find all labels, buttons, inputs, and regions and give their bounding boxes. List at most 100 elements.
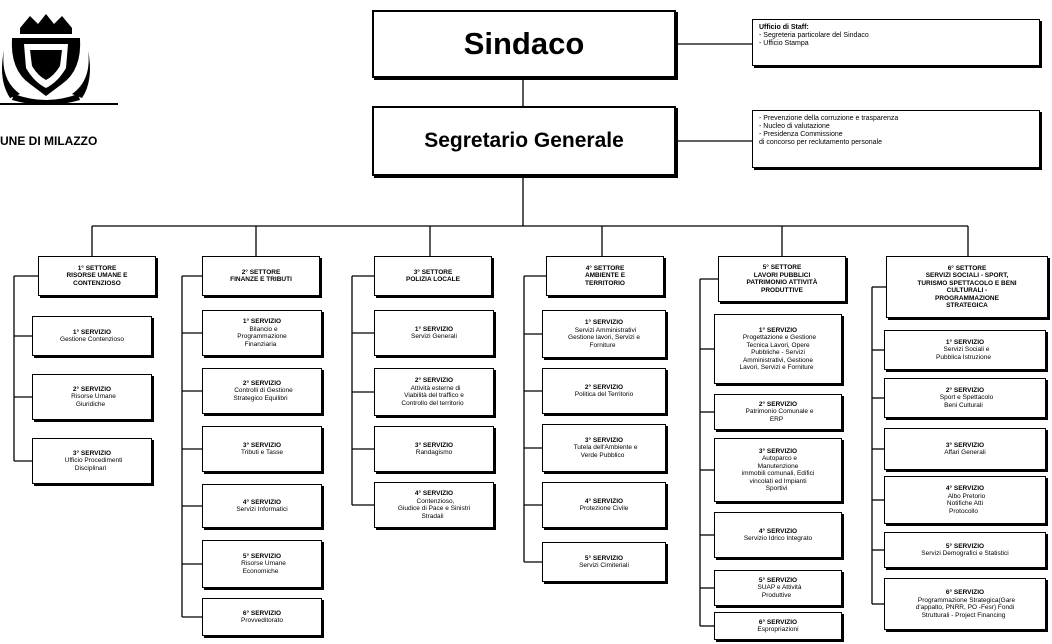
staff-item: - Segreteria particolare del Sindaco: [759, 32, 869, 39]
service-text: Progettazione e Gestione Tecnica Lavori,…: [739, 334, 817, 371]
service-title: 4° SERVIZIO: [242, 498, 282, 506]
staff-item: - Ufficio Stampa: [759, 40, 809, 47]
service-title: 6° SERVIZIO: [945, 589, 985, 596]
service-text: Risorse Umane Giuridiche: [71, 393, 116, 408]
service-text: Programmazione Strategica(Gare d'appalto…: [915, 596, 1016, 619]
service-title: 2° SERVIZIO: [945, 386, 985, 394]
sector-1-box: 1° SETTORE RISORSE UMANE E CONTENZIOSO: [38, 256, 156, 296]
service-text: Autoparco e Manutenzione immobili comuna…: [741, 455, 815, 492]
service-title: 5° SERVIZIO: [945, 542, 985, 550]
service-text: Protezione Civile: [579, 505, 629, 512]
service-title: 1° SERVIZIO: [584, 319, 624, 326]
service-text: Patrimonio Comunale e ERP: [745, 408, 814, 423]
sector-2-title: 2° SETTORE FINANZE E TRIBUTI: [230, 268, 292, 284]
sindaco-box: Sindaco: [372, 10, 676, 78]
sector-1-title: 1° SETTORE RISORSE UMANE E CONTENZIOSO: [66, 264, 128, 287]
service-text: Risorse Umane Economiche: [241, 560, 286, 575]
service-title: 2° SERVIZIO: [242, 379, 282, 387]
service-title: 6° SERVIZIO: [242, 609, 282, 617]
sector-5-title: 5° SETTORE LAVORI PUBBLICI PATRIMONIO AT…: [746, 264, 818, 294]
service-title: 2° SERVIZIO: [72, 385, 112, 393]
service-title: 6° SERVIZIO: [758, 618, 798, 626]
coat-of-arms-icon: [0, 10, 120, 108]
service-title: 4° SERVIZIO: [414, 490, 454, 497]
service-text: Albo Pretorio Notifiche Atti Protocollo: [946, 492, 986, 515]
service-title: 3° SERVIZIO: [758, 447, 798, 455]
service-title: 1° SERVIZIO: [414, 325, 454, 333]
sindaco-label: Sindaco: [463, 26, 585, 61]
service-text: SUAP e Attività Produttive: [757, 584, 802, 599]
service-title: 5° SERVIZIO: [584, 554, 624, 562]
service-title: 1° SERVIZIO: [242, 318, 282, 325]
service-text: Servizi Informatici: [236, 506, 288, 513]
service-title: 5° SERVIZIO: [242, 552, 282, 560]
service-text: Contenzioso, Giudice di Pace e Sinistri …: [397, 497, 471, 520]
service-title: 3° SERVIZIO: [72, 449, 112, 457]
service-text: Randagismo: [415, 449, 453, 456]
service-title: 1° SERVIZIO: [758, 326, 798, 334]
service-text: Politica del Territorio: [574, 391, 634, 398]
sector-2-box: 2° SETTORE FINANZE E TRIBUTI: [202, 256, 320, 296]
sector-3-box: 3° SETTORE POLIZIA LOCALE: [374, 256, 492, 296]
service-text: Servizi Cimiteriali: [579, 562, 629, 569]
service-text: Controlli di Gestione Strategico Equilib…: [233, 387, 293, 402]
sector-5-box: 5° SETTORE LAVORI PUBBLICI PATRIMONIO AT…: [718, 256, 846, 302]
service-title: 3° SERVIZIO: [242, 441, 282, 449]
service-text: Servizi Demografici e Statistici: [921, 550, 1009, 557]
service-text: Espropriazioni: [757, 626, 799, 633]
segretario-item: - Prevenzione della corruzione e traspar…: [759, 115, 899, 122]
service-title: 2° SERVIZIO: [414, 377, 454, 384]
service-title: 2° SERVIZIO: [758, 400, 798, 408]
service-text: Gestione Contenzioso: [60, 336, 124, 343]
service-text: Attività esterne di Viabilità del traffi…: [401, 384, 464, 407]
service-text: Servizi Amministrativi Gestione lavori, …: [568, 326, 640, 349]
service-text: Sport e Spettacolo Beni Culturali: [939, 394, 994, 409]
staff-note: Ufficio di Staff: - Segreteria particola…: [752, 19, 1040, 66]
segretario-label: Segretario Generale: [424, 129, 624, 152]
staff-title: Ufficio di Staff:: [759, 24, 809, 31]
segretario-item: - Presidenza Commissione: [759, 131, 843, 138]
service-title: 3° SERVIZIO: [414, 441, 454, 449]
sector-3-title: 3° SETTORE POLIZIA LOCALE: [406, 268, 460, 284]
segretario-item: - Nucleo di valutazione: [759, 123, 830, 130]
service-text: Bilancio e Programmazione Finanziaria: [237, 325, 287, 348]
service-title: 4° SERVIZIO: [758, 527, 798, 535]
service-text: Tributi e Tasse: [241, 449, 283, 456]
comune-label: UNE DI MILAZZO: [0, 134, 98, 148]
service-title: 4° SERVIZIO: [945, 485, 985, 492]
sector-6-title: 6° SETTORE SERVIZI SOCIALI - SPORT, TURI…: [917, 264, 1017, 310]
service-title: 5° SERVIZIO: [758, 576, 798, 584]
service-text: Servizio Idrico Integrato: [743, 535, 813, 542]
service-title: 4° SERVIZIO: [584, 497, 624, 505]
service-title: 1° SERVIZIO: [72, 328, 112, 336]
service-text: Tutela dell'Ambiente e Verde Pubblico: [573, 444, 638, 459]
sector-4-title: 4° SETTORE AMBIENTE E TERRITORIO: [584, 264, 626, 287]
